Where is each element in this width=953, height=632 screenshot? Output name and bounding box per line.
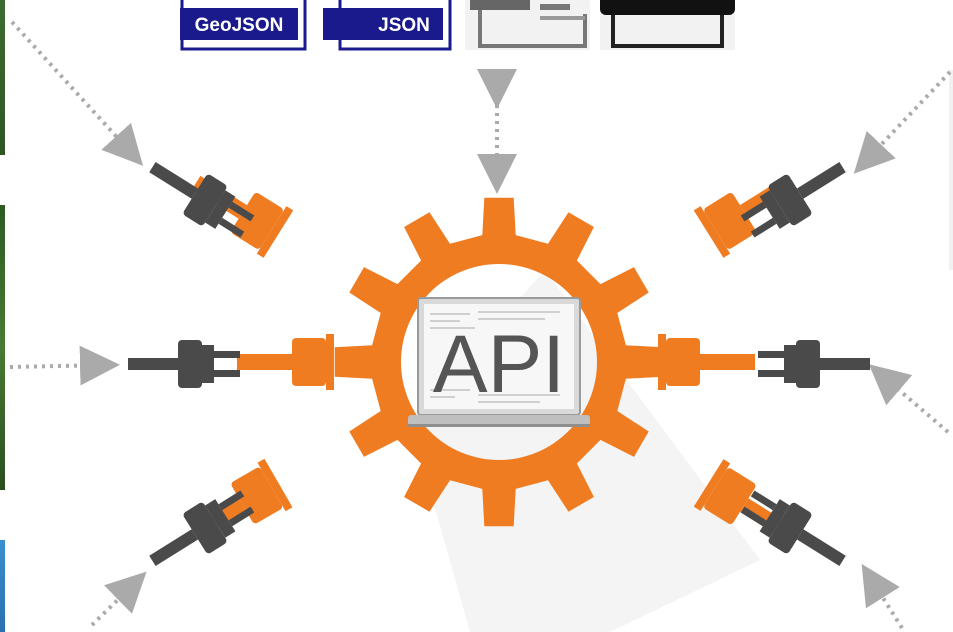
- socket-right-middle: [658, 334, 755, 390]
- code-lines: [430, 311, 560, 403]
- arrow-middle-right: [868, 364, 950, 434]
- left-edge-image-strip-bottom: [0, 540, 5, 632]
- gear-body: [334, 197, 664, 527]
- arrow-middle-left: [9, 345, 120, 386]
- arrow-top-left: [10, 20, 144, 166]
- plug-right-lower: [734, 481, 856, 582]
- xls-file-icon: [465, 0, 590, 50]
- connector-arrows: [9, 20, 952, 630]
- right-edge-image-strip: [949, 70, 953, 270]
- geojson-label: GeoJSON: [195, 15, 284, 36]
- format-icons: GeoJSON JSON: [180, 0, 735, 51]
- json-file-icon: JSON: [323, 0, 452, 51]
- plug-right-middle: [758, 340, 870, 388]
- plug-left-lower: [139, 481, 261, 582]
- left-edge-image-strip-top: [0, 0, 5, 155]
- plug-left-upper: [139, 146, 261, 247]
- csv-file-icon: [600, 0, 735, 50]
- plug-right-upper: [734, 146, 856, 247]
- laptop-screen: API: [408, 297, 590, 427]
- arrow-top-right: [853, 70, 952, 174]
- arrow-bottom-right: [861, 563, 904, 630]
- socket-left-middle: [237, 334, 334, 390]
- api-label: API: [433, 319, 565, 410]
- arrow-bottom-left: [90, 571, 147, 627]
- plug-left-middle: [128, 340, 240, 388]
- left-edge-image-strip-middle: [0, 205, 5, 490]
- json-label: JSON: [378, 15, 430, 36]
- orange-gear: [334, 197, 664, 527]
- geojson-file-icon: GeoJSON: [180, 0, 307, 51]
